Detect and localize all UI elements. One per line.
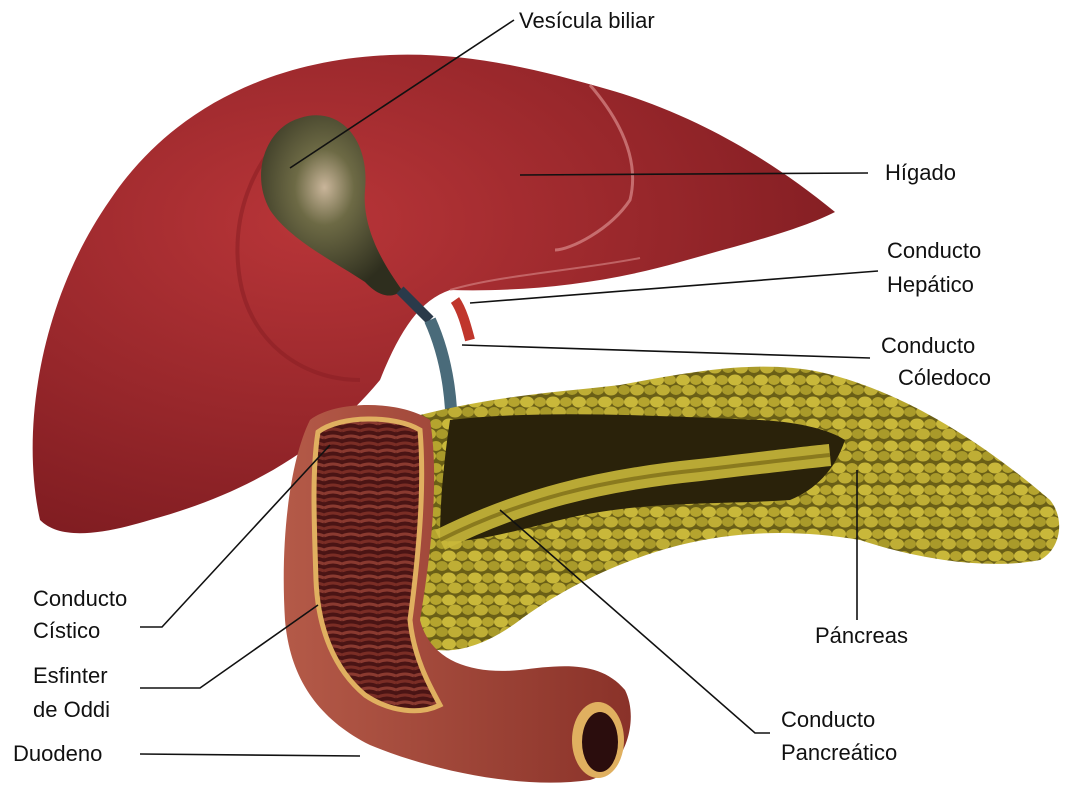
- label-esfinter-oddi-line1: Esfinter: [33, 663, 108, 689]
- label-conducto-coledoco-line1: Conducto: [881, 333, 975, 359]
- label-pancreas: Páncreas: [815, 623, 908, 649]
- label-conducto-hepatico-line2: Hepático: [887, 272, 974, 298]
- label-conducto-cistico-line2: Cístico: [33, 618, 100, 644]
- label-higado: Hígado: [885, 160, 956, 186]
- duodenum-lumen-inner: [582, 712, 618, 772]
- label-conducto-pancreatico-line1: Conducto: [781, 707, 875, 733]
- label-vesicula-biliar: Vesícula biliar: [519, 8, 655, 34]
- label-conducto-coledoco-line2: Cóledoco: [898, 365, 991, 391]
- label-conducto-hepatico-line1: Conducto: [887, 238, 981, 264]
- label-esfinter-oddi-line2: de Oddi: [33, 697, 110, 723]
- label-conducto-cistico-line1: Conducto: [33, 586, 127, 612]
- portal-vessel: [455, 300, 470, 340]
- leader-coledoco: [462, 345, 870, 358]
- label-duodeno: Duodeno: [13, 741, 102, 767]
- leader-duodeno: [140, 754, 360, 756]
- label-conducto-pancreatico-line2: Pancreático: [781, 740, 897, 766]
